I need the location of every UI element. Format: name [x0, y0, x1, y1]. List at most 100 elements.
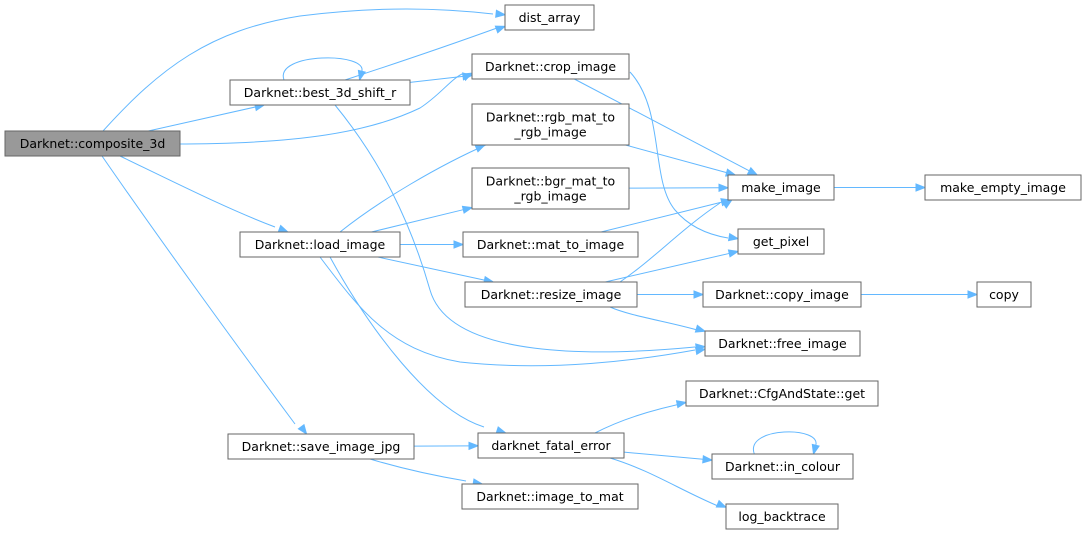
- node-get-pixel[interactable]: get_pixel: [737, 228, 825, 255]
- node-label: Darknet::load_image: [255, 237, 386, 252]
- edge-composite_3d-to-dist_array: [102, 8, 507, 132]
- edge-arrowhead: [453, 240, 465, 249]
- node-box: [229, 79, 411, 106]
- node-box: [704, 330, 861, 357]
- edge-resize_image-to-free_image: [609, 306, 707, 333]
- edge-best_3d_shift_r-to-crop_image: [409, 72, 474, 83]
- edge-best_3d_shift_r-to-best_3d_shift_r: [282, 57, 367, 82]
- edge-arrowhead: [967, 290, 979, 299]
- edge-rgb_mat_to_rgb_image-to-make_image: [625, 144, 737, 177]
- node-in-colour[interactable]: Darknet::in_colour: [711, 453, 854, 480]
- edge-arrowhead: [693, 290, 705, 299]
- node-load-image[interactable]: Darknet::load_image: [239, 231, 401, 258]
- edge-copy_image-to-copy: [861, 290, 979, 299]
- nodes-layer: Darknet::composite_3d dist_arrayDarknet::…: [4, 4, 1082, 530]
- node-best-3d-shift-r[interactable]: Darknet::best_3d_shift_r: [229, 79, 411, 106]
- edge-load_image-to-mat_to_image: [400, 240, 465, 249]
- edge-line: [369, 458, 467, 482]
- edge-line: [119, 155, 276, 228]
- node-box: [725, 503, 839, 530]
- edge-darknet_fatal_error-to-cfg_get: [594, 400, 691, 434]
- edges-layer: [101, 8, 979, 508]
- node-box: [4, 130, 181, 157]
- node-free-image[interactable]: Darknet::free_image: [704, 330, 861, 357]
- node-composite-3d[interactable]: Darknet::composite_3d: [4, 130, 181, 157]
- node-label: Darknet::image_to_mat: [476, 489, 623, 504]
- node-bgr-mat-to-rgb-image[interactable]: Darknet::bgr_mat_to_rgb_image: [471, 167, 630, 210]
- node-label: dist_array: [519, 10, 581, 25]
- edge-arrowhead: [461, 205, 474, 214]
- node-label: Darknet::save_image_jpg: [242, 439, 401, 454]
- edge-arrowhead: [727, 232, 740, 242]
- node-label: Darknet::best_3d_shift_r: [244, 85, 397, 100]
- node-make-empty-image[interactable]: make_empty_image: [924, 174, 1082, 201]
- edge-load_image-to-bgr_mat_to_rgb_image: [371, 205, 474, 233]
- edge-line: [339, 143, 489, 233]
- edge-line: [101, 155, 296, 425]
- edge-line: [609, 306, 698, 331]
- node-box: [477, 432, 625, 459]
- node-label: _rgb_image: [513, 189, 587, 204]
- edge-arrowhead: [694, 324, 707, 333]
- node-label: Darknet::free_image: [718, 336, 847, 351]
- edge-in_colour-to-in_colour: [753, 431, 820, 456]
- edge-load_image-to-resize_image: [377, 256, 495, 285]
- edge-resize_image-to-make_image: [619, 199, 733, 283]
- edge-line: [102, 8, 494, 132]
- edge-arrowhead: [474, 144, 487, 153]
- edge-line: [609, 457, 719, 507]
- node-label: _rgb_image: [513, 125, 587, 140]
- node-log-backtrace[interactable]: log_backtrace: [725, 503, 839, 530]
- node-box: [471, 103, 630, 146]
- node-label: Darknet::copy_image: [715, 287, 849, 302]
- edge-line: [594, 401, 691, 434]
- node-label: copy: [989, 287, 1019, 302]
- node-label: Darknet::in_colour: [725, 459, 841, 474]
- node-cfg-get[interactable]: Darknet::CfgAndState::get: [685, 380, 879, 407]
- node-image-to-mat[interactable]: Darknet::image_to_mat: [461, 483, 639, 510]
- edge-arrowhead: [495, 9, 507, 18]
- edge-line: [600, 201, 722, 233]
- edge-bgr_mat_to_rgb_image-to-make_image: [628, 183, 730, 193]
- node-make-image[interactable]: make_image: [727, 174, 835, 201]
- node-label: make_image: [741, 180, 821, 195]
- node-dist-array[interactable]: dist_array: [504, 4, 595, 31]
- node-box: [227, 433, 415, 460]
- edge-arrowhead: [468, 441, 480, 451]
- node-label: get_pixel: [753, 234, 809, 249]
- edge-crop_image-to-get_pixel: [629, 71, 740, 242]
- edge-arrowhead: [277, 224, 290, 233]
- node-resize-image[interactable]: Darknet::resize_image: [464, 281, 638, 308]
- edge-arrowhead: [494, 25, 507, 34]
- node-copy-image[interactable]: Darknet::copy_image: [702, 281, 862, 308]
- node-copy[interactable]: copy: [976, 281, 1032, 308]
- node-box: [471, 167, 630, 210]
- edge-resize_image-to-copy_image: [637, 290, 705, 299]
- node-box: [462, 231, 639, 258]
- edge-line: [623, 451, 704, 460]
- edge-arrowhead: [715, 499, 728, 508]
- node-label: Darknet::composite_3d: [20, 136, 166, 151]
- node-mat-to-image[interactable]: Darknet::mat_to_image: [462, 231, 639, 258]
- edge-line: [334, 104, 696, 353]
- node-box: [461, 483, 639, 510]
- edge-arrowhead: [746, 166, 759, 176]
- edge-composite_3d-to-save_image_jpg: [101, 155, 308, 436]
- edge-line: [329, 256, 485, 428]
- edge-line: [174, 73, 463, 145]
- edge-line: [344, 27, 498, 81]
- edge-arrowhead: [915, 183, 927, 192]
- edge-arrowhead: [811, 443, 820, 456]
- node-save-image-jpg[interactable]: Darknet::save_image_jpg: [227, 433, 415, 460]
- node-rgb-mat-to-rgb-image[interactable]: Darknet::rgb_mat_to_rgb_image: [471, 103, 630, 146]
- node-box: [504, 4, 595, 31]
- edge-arrowhead: [727, 249, 740, 258]
- edge-line: [377, 256, 485, 281]
- node-darknet-fatal-error[interactable]: darknet_fatal_error: [477, 432, 625, 459]
- edge-line: [605, 252, 730, 283]
- edge-composite_3d-to-best_3d_shift_r: [148, 102, 266, 132]
- node-crop-image[interactable]: Darknet::crop_image: [471, 53, 630, 80]
- node-label: log_backtrace: [738, 509, 826, 524]
- node-label: Darknet::mat_to_image: [477, 237, 625, 252]
